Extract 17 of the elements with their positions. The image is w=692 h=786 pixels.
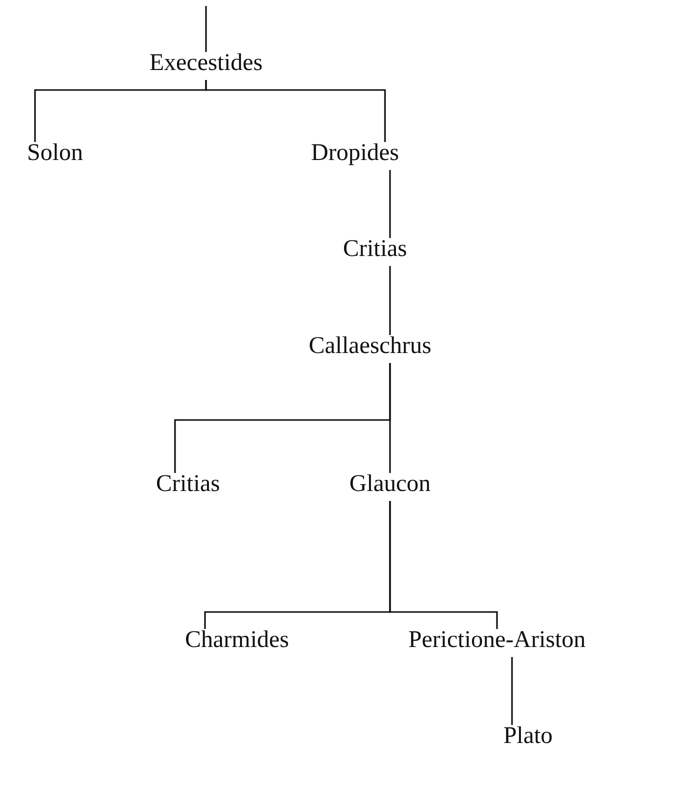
- person-name: Execestides: [149, 50, 263, 78]
- person-name: Callaeschrus: [308, 333, 432, 361]
- person-name: Solon: [27, 140, 83, 168]
- person-name: Plato: [503, 723, 553, 751]
- connector-line: [205, 80, 386, 142]
- connector-line: [389, 363, 391, 473]
- person-name: Glaucon: [349, 471, 431, 499]
- connector-line: [389, 170, 391, 238]
- connector-line: [511, 657, 513, 725]
- person-name: Perictione-Ariston: [408, 627, 586, 655]
- person-name: Critias: [343, 236, 407, 264]
- person-name: Charmides: [185, 627, 289, 655]
- connector-line: [389, 501, 498, 629]
- connector-line: [205, 6, 207, 52]
- person-name: Dropides: [311, 140, 399, 168]
- connector-line: [389, 266, 391, 335]
- person-name: Critias: [156, 471, 220, 499]
